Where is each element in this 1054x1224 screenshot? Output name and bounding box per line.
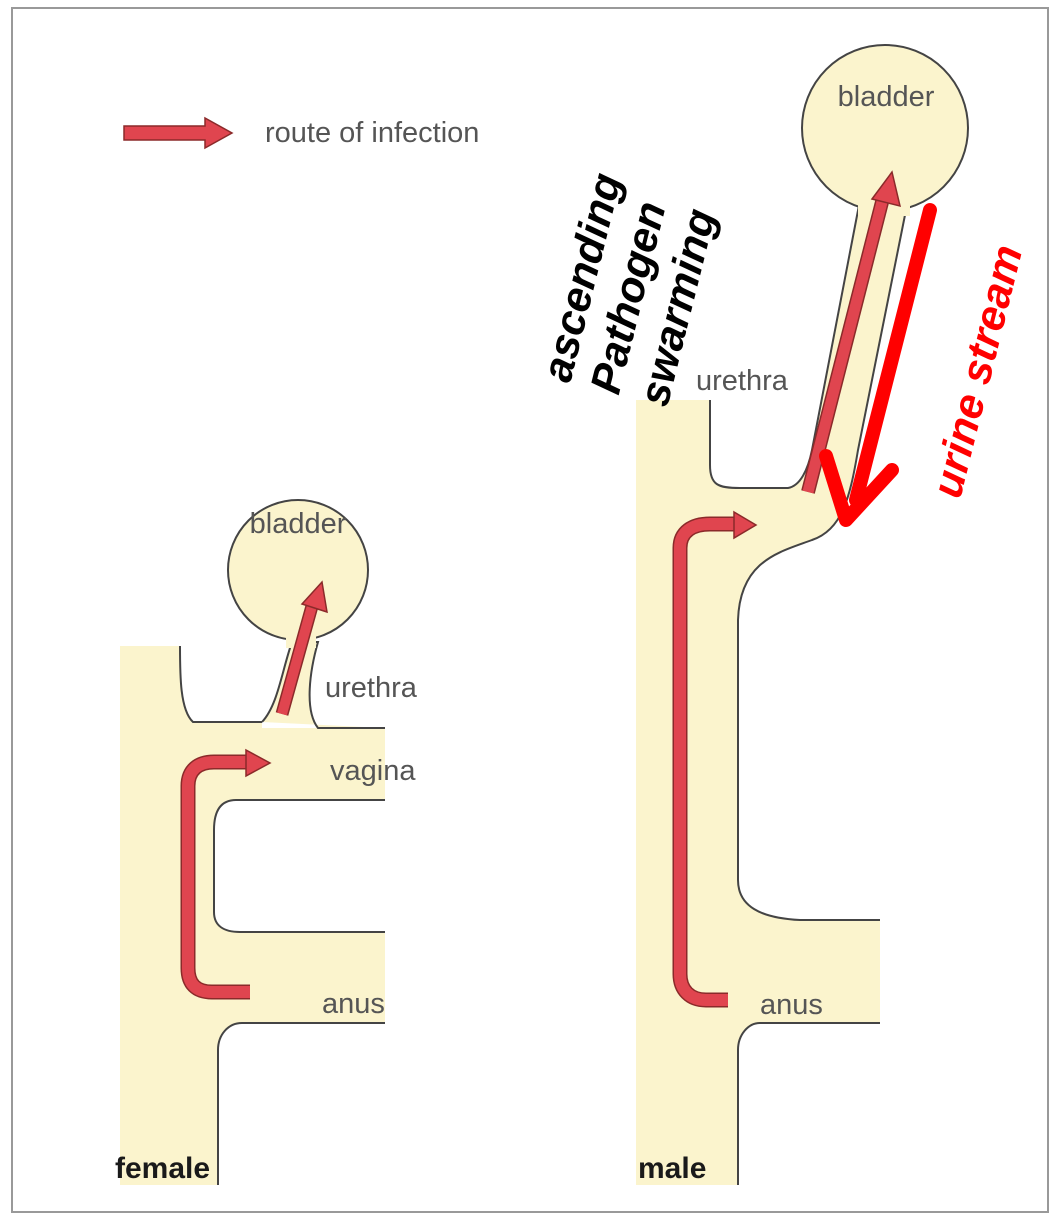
female-outline-left xyxy=(180,646,262,722)
female-urethra-label: urethra xyxy=(325,672,418,704)
female-vagina-label: vagina xyxy=(330,755,416,787)
female-anus-label: anus xyxy=(322,988,385,1020)
female-anatomy xyxy=(120,500,385,1185)
legend: route of infection xyxy=(124,117,479,149)
female-outline-anus xyxy=(218,1023,385,1185)
legend-label: route of infection xyxy=(265,117,479,149)
male-caption: male xyxy=(638,1152,706,1185)
male-outline-anus xyxy=(738,1023,880,1185)
male-urethra-label: urethra xyxy=(696,365,789,397)
urine-stream-callout: urine stream xyxy=(923,240,1032,502)
female-caption: female xyxy=(115,1152,210,1185)
male-bladder-label: bladder xyxy=(838,81,935,113)
legend-route-arrow-icon xyxy=(124,118,232,148)
female-outline-vagina xyxy=(214,800,385,932)
male-anus-label: anus xyxy=(760,989,823,1021)
female-bladder-label: bladder xyxy=(250,508,347,540)
urine-stream-label: urine stream xyxy=(923,240,1032,502)
